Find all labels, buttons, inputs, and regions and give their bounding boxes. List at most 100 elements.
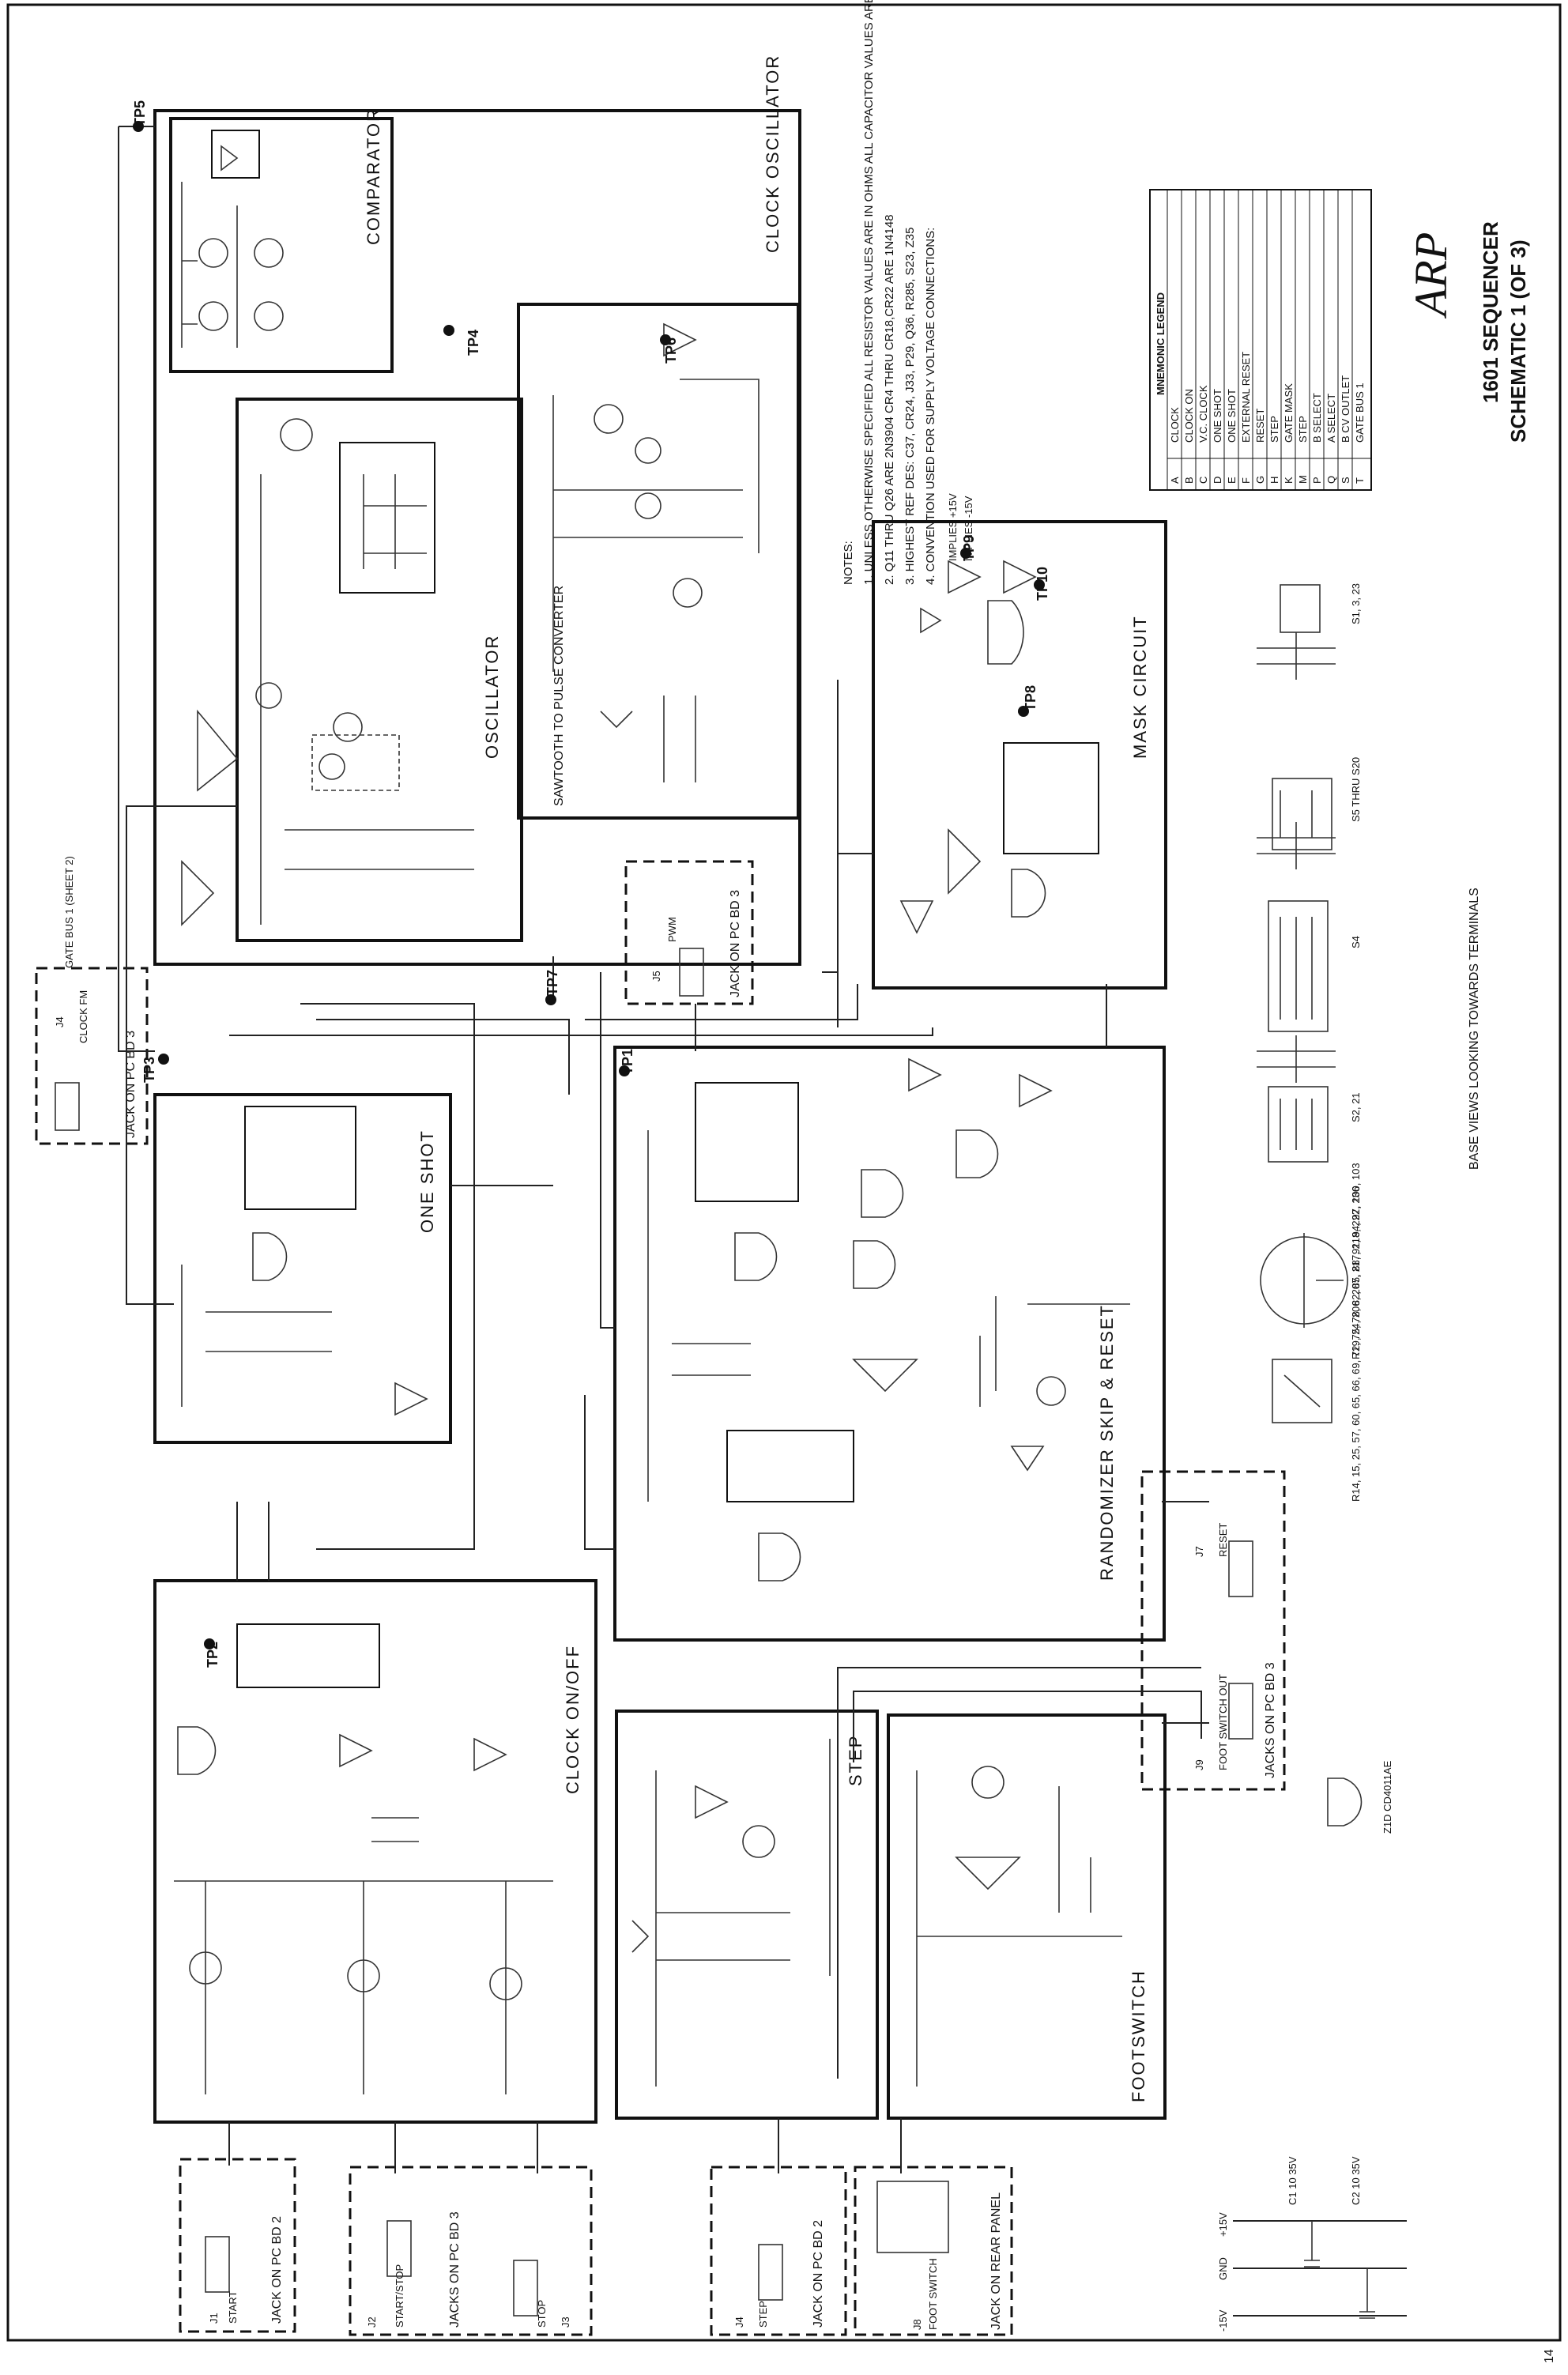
tp7-dot bbox=[545, 994, 556, 1005]
legend-label: CLOCK bbox=[1169, 407, 1181, 443]
base-view-s2: S2, 21 bbox=[1350, 1092, 1362, 1122]
legend-label: ONE SHOT bbox=[1226, 389, 1238, 443]
j9-name: J9 bbox=[1193, 1759, 1205, 1770]
arp-logo: ARP bbox=[1405, 232, 1457, 319]
note-1: 1. UNLESS OTHERWISE SPECIFIED ALL RESIST… bbox=[862, 0, 876, 585]
legend-label: STEP bbox=[1268, 416, 1280, 443]
legend-label: V.C. CLOCK bbox=[1197, 385, 1209, 443]
tp3-dot bbox=[158, 1054, 169, 1065]
one-shot-label: ONE SHOT bbox=[417, 1129, 437, 1233]
j7-j9-labels: JACKS ON PC BD 3 RESET J7 FOOT SWITCH OU… bbox=[1193, 1523, 1277, 1778]
tp10-dot bbox=[1034, 579, 1045, 590]
mask-circuit-label: MASK CIRCUIT bbox=[1130, 615, 1150, 759]
jack-box-j8 bbox=[854, 2166, 1013, 2336]
z1d-gate: Z1D CD4011AE bbox=[1327, 1760, 1393, 1834]
j4-labels: JACK ON PC BD 2 STEP J4 bbox=[733, 2220, 825, 2328]
tp7-label: TP7 bbox=[545, 970, 560, 996]
legend-key: F bbox=[1240, 477, 1252, 484]
j2-name: J2 bbox=[366, 2317, 378, 2328]
legend-key: C bbox=[1197, 477, 1209, 484]
tp6-dot bbox=[660, 334, 671, 345]
tp9-dot bbox=[960, 548, 971, 559]
tp6-label: TP6 bbox=[663, 337, 679, 364]
title-line1: 1601 SEQUENCER bbox=[1479, 221, 1502, 403]
mask-circuit-block bbox=[872, 520, 1167, 990]
tp4-dot bbox=[443, 325, 454, 336]
tp5-label: TP5 bbox=[132, 100, 148, 126]
j2-j3-labels: JACKS ON PC BD 3 START/STOP J2 STOP J3 bbox=[366, 2211, 571, 2328]
j7-name: J7 bbox=[1193, 1546, 1205, 1557]
z1d-label: Z1D CD4011AE bbox=[1381, 1760, 1393, 1834]
pwm-label: PWM bbox=[666, 917, 678, 942]
clockfm-name: J4 bbox=[54, 1016, 66, 1027]
j7-label: RESET bbox=[1217, 1523, 1229, 1557]
legend-key: Q bbox=[1325, 476, 1337, 484]
tp2-dot bbox=[204, 1638, 215, 1649]
legend-label: B CV OUTLET bbox=[1340, 375, 1351, 443]
legend-key: K bbox=[1283, 477, 1295, 484]
j8-label: FOOT SWITCH bbox=[927, 2258, 939, 2330]
note-supply-minus: IMPLIES -15V bbox=[963, 496, 974, 561]
tp1-label: TP1 bbox=[620, 1049, 635, 1075]
note-supply-plus: IMPLIES +15V bbox=[947, 493, 959, 561]
notes-heading: NOTES: bbox=[842, 541, 855, 585]
supply-c1: C1 10 35V bbox=[1287, 2156, 1298, 2205]
base-view-s5: S5 THRU S20 bbox=[1350, 757, 1362, 822]
step-label: STEP bbox=[846, 1735, 865, 1786]
j3-label: STOP bbox=[536, 2300, 548, 2328]
notes-block: NOTES: 1. UNLESS OTHERWISE SPECIFIED ALL… bbox=[842, 0, 974, 585]
legend-key: D bbox=[1212, 477, 1223, 484]
legend-label: EXTERNAL RESET bbox=[1240, 352, 1252, 443]
legend-label: ONE SHOT bbox=[1212, 389, 1223, 443]
j1-name: J1 bbox=[208, 2313, 220, 2324]
comparator-label: COMPARATOR bbox=[364, 107, 383, 245]
legend-heading: MNEMONIC LEGEND bbox=[1155, 292, 1167, 395]
one-shot-block bbox=[153, 1093, 452, 1444]
clockfm-board: JACK ON PC BD 3 bbox=[124, 1031, 138, 1138]
sawtooth-label: SAWTOOTH TO PULSE CONVERTER bbox=[552, 586, 566, 806]
note-2: 2. Q11 THRU Q26 ARE 2N3904 CR4 THRU CR18… bbox=[883, 214, 896, 585]
jack-box-j2-j3 bbox=[349, 2166, 593, 2336]
test-points: TP1 TP2 TP3 TP4 TP5 TP6 TP7 TP8 TP9 TP10 bbox=[132, 100, 1050, 1668]
clockfm-label: CLOCK FM bbox=[77, 990, 89, 1043]
supply-gnd-label: GND bbox=[1217, 2257, 1229, 2280]
jack-box-j7-j9 bbox=[1140, 1470, 1286, 1791]
clock-oscillator-label: CLOCK OSCILLATOR bbox=[763, 55, 782, 253]
wiring bbox=[118, 126, 1209, 2173]
legend-key: P bbox=[1311, 477, 1323, 484]
page-border bbox=[6, 3, 1562, 2342]
circuit-detail bbox=[55, 130, 1253, 2317]
note-4: 4. CONVENTION USED FOR SUPPLY VOLTAGE CO… bbox=[924, 228, 937, 585]
jack-box-j1 bbox=[179, 2158, 296, 2333]
page-number: 14 bbox=[1543, 2349, 1556, 2363]
j8-board: JACK ON REAR PANEL bbox=[989, 2192, 1003, 2330]
legend-key: H bbox=[1268, 477, 1280, 484]
note-3: 3. HIGHEST REF DES: C37, CR24, J33, P29,… bbox=[903, 228, 917, 585]
comparator-block bbox=[169, 117, 394, 373]
j4-name: J4 bbox=[733, 2317, 745, 2328]
legend-key: B bbox=[1183, 477, 1195, 484]
title-line2: SCHEMATIC 1 (OF 3) bbox=[1506, 239, 1530, 443]
footswitch-label: FOOTSWITCH bbox=[1129, 1970, 1148, 2102]
supply-c2: C2 10 35V bbox=[1350, 2156, 1362, 2205]
j9-label: FOOT SWITCH OUT bbox=[1217, 1674, 1229, 1770]
j3-name: J3 bbox=[560, 2317, 571, 2328]
sawtooth-block bbox=[517, 303, 800, 820]
legend-label: STEP bbox=[1297, 416, 1309, 443]
oscillator-label: OSCILLATOR bbox=[482, 635, 502, 759]
supply-minus-label: -15V bbox=[1217, 2309, 1229, 2332]
tp3-label: TP3 bbox=[141, 1057, 157, 1083]
legend-key: M bbox=[1297, 475, 1309, 484]
legend-label: B SELECT bbox=[1311, 393, 1323, 443]
base-view-s4: S4 bbox=[1350, 936, 1362, 948]
tp9-label: TP9 bbox=[961, 535, 977, 561]
tp4-label: TP4 bbox=[466, 330, 481, 356]
j4-label: STEP bbox=[757, 2301, 769, 2328]
legend-key: E bbox=[1226, 477, 1238, 484]
pwm-jack-labels: JACK ON PC BD 3 PWM J5 bbox=[650, 890, 742, 997]
title-block: ARP 1601 SEQUENCER SCHEMATIC 1 (OF 3) bbox=[1405, 221, 1530, 443]
tp10-label: TP10 bbox=[1035, 567, 1050, 601]
j7-board: JACKS ON PC BD 3 bbox=[1264, 1662, 1277, 1778]
